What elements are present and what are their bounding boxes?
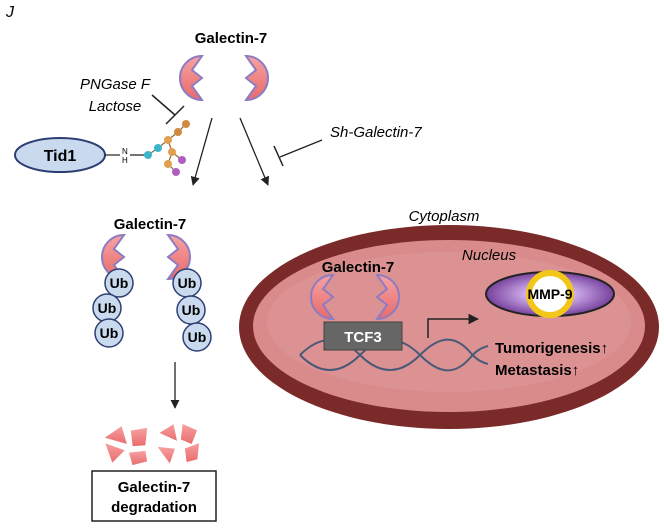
svg-text:Ub: Ub [100, 325, 119, 341]
inhibition-bar-icon [151, 94, 185, 125]
degradation-line2: degradation [111, 499, 197, 516]
linkage-label: N [122, 147, 128, 156]
svg-text:Ub: Ub [182, 302, 201, 318]
mmp9-ring [526, 270, 574, 318]
svg-text:Ub: Ub [110, 275, 129, 291]
inhibitor-line2: Lactose [89, 98, 142, 115]
svg-text:Ub: Ub [178, 275, 197, 291]
arrow-to-degradation [190, 117, 213, 186]
tcf3-box [323, 321, 403, 351]
shrna-inhibition-line [279, 139, 323, 158]
svg-text:Ub: Ub [98, 300, 117, 316]
transcription-arrow [427, 313, 480, 338]
glycan-chain-icon [144, 120, 190, 176]
panel-label: J [5, 4, 15, 21]
shrna-label: Sh-Galectin-7 [330, 124, 422, 141]
shrna-inhibition-bar [273, 145, 284, 167]
inhibitor-line1: PNGase F [80, 76, 151, 93]
nucleus-label: Nucleus [462, 247, 517, 264]
degraded-galectin-fragments-icon [101, 421, 201, 467]
top-galectin-label: Galectin-7 [195, 30, 268, 47]
nucleus-galectin-label: Galectin-7 [322, 259, 395, 276]
arrow-to-nucleus [239, 117, 270, 186]
left-galectin-label: Galectin-7 [114, 216, 187, 233]
ubiquitin-chain-right: Ub Ub Ub [172, 268, 212, 352]
outcome-tumorigenesis: Tumorigenesis↑ [495, 340, 608, 357]
top-galectin-dimer-icon [179, 55, 269, 101]
svg-text:Ub: Ub [188, 329, 207, 345]
ubiquitin-chain-left: Ub Ub Ub [92, 268, 134, 348]
mmp9-label: MMP-9 [527, 286, 572, 302]
outcome-metastasis: Metastasis↑ [495, 362, 579, 379]
cytoplasm-label: Cytoplasm [409, 208, 480, 225]
degradation-box [91, 470, 217, 522]
linkage-h: H [122, 156, 128, 165]
degradation-line1: Galectin-7 [118, 479, 191, 496]
tcf3-label: TCF3 [344, 329, 382, 346]
tid1-label: Tid1 [44, 148, 77, 165]
